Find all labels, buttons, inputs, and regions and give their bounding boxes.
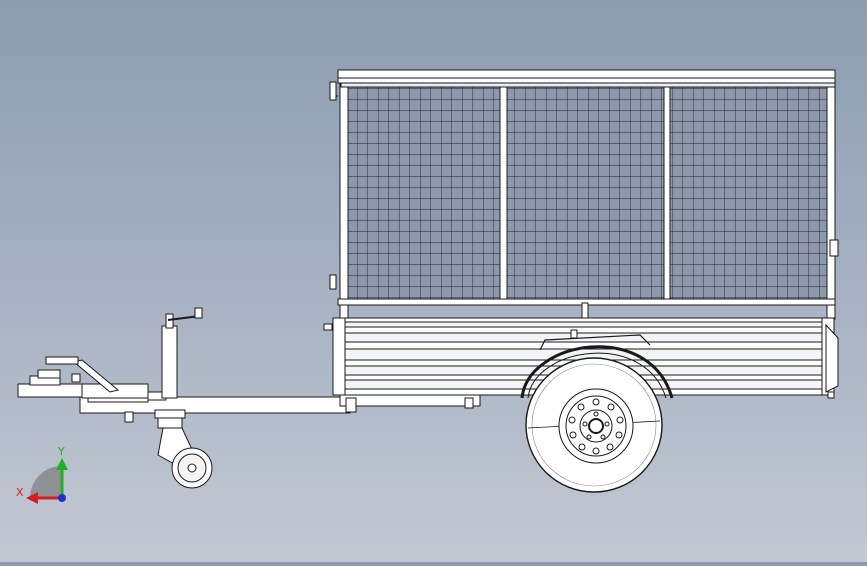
mudguard [520, 329, 674, 399]
x-axis-head [26, 492, 38, 504]
road-wheel [525, 357, 663, 493]
cage [329, 69, 839, 320]
jockey-wheel [154, 307, 213, 489]
coupling [17, 356, 149, 399]
z-axis-dot [58, 494, 66, 502]
axis-triad: X Y [16, 445, 68, 504]
y-axis-head [56, 458, 68, 470]
x-axis-label: X [16, 486, 24, 499]
drawbar [79, 391, 481, 423]
cage-bottom-rail [337, 298, 836, 320]
cage-mesh [347, 86, 828, 300]
y-axis-label: Y [57, 445, 65, 458]
